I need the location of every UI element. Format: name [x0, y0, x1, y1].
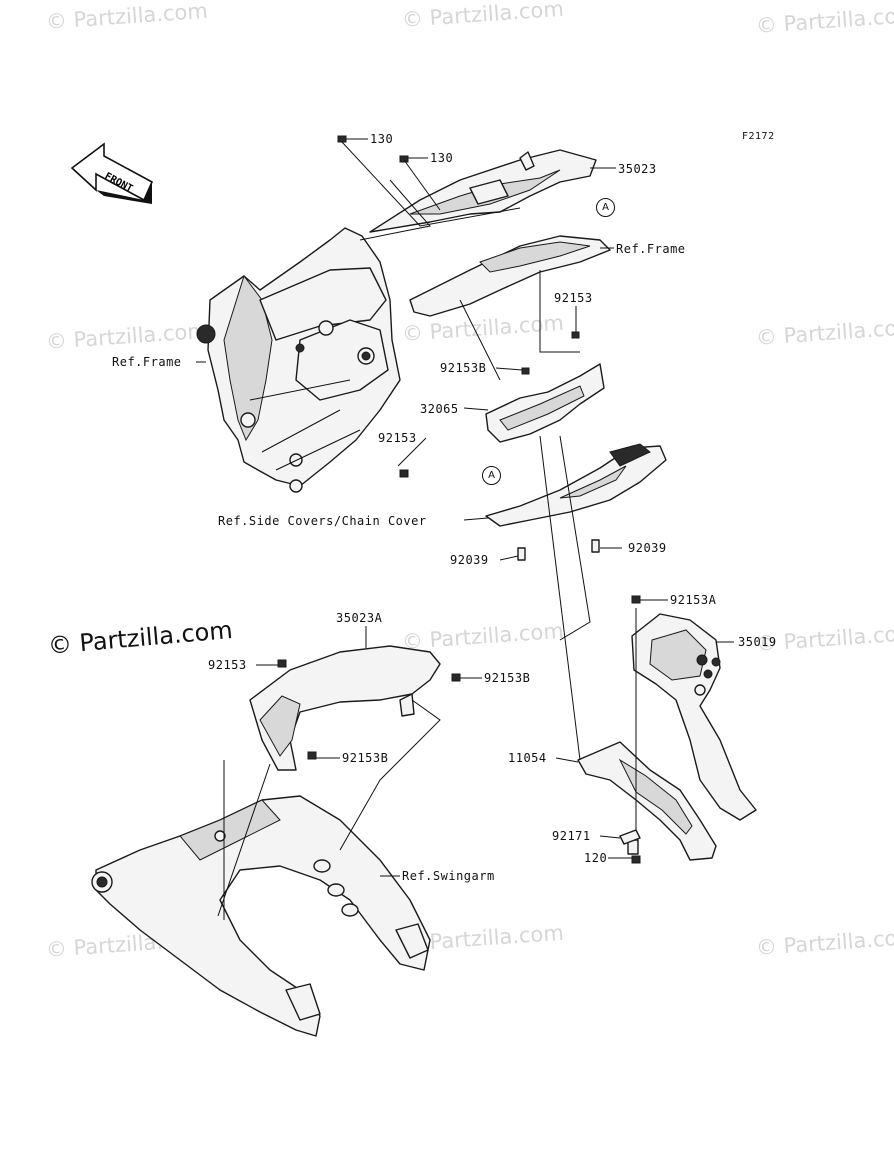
- label-11054: 11054: [508, 751, 547, 765]
- ref-marker-a: A: [482, 466, 501, 485]
- label-92153B: 92153B: [484, 671, 531, 685]
- part-35023A-fender: [249, 645, 441, 771]
- part-35023-cover: [369, 149, 597, 233]
- figure-code: F2172: [742, 131, 775, 142]
- label-92153B: 92153B: [440, 361, 487, 375]
- front-arrow-icon: FRONT: [70, 142, 154, 204]
- label-ref-swingarm: Ref.Swingarm: [402, 869, 495, 883]
- label-35019: 35019: [738, 635, 777, 649]
- label-92039: 92039: [450, 553, 489, 567]
- part-35019-bracket: [631, 613, 757, 821]
- label-92153B: 92153B: [342, 751, 389, 765]
- label-ref-side-covers: Ref.Side Covers/Chain Cover: [218, 514, 427, 528]
- swingarm: [91, 795, 431, 1037]
- label-ref-frame: Ref.Frame: [616, 242, 686, 256]
- label-130: 130: [430, 151, 454, 165]
- fasteners: [277, 135, 641, 864]
- part-32065-bracket: [485, 363, 605, 443]
- label-92171: 92171: [552, 829, 591, 843]
- label-ref-frame: Ref.Frame: [112, 355, 182, 369]
- ref-frame-subframe: [409, 235, 611, 317]
- label-92153: 92153: [208, 658, 247, 672]
- label-120: 120: [584, 851, 608, 865]
- ref-marker-a: A: [596, 198, 615, 217]
- label-92153: 92153: [554, 291, 593, 305]
- label-92153: 92153: [378, 431, 417, 445]
- leader-lines: [196, 138, 734, 920]
- label-35023: 35023: [618, 162, 657, 176]
- label-35023A: 35023A: [336, 611, 383, 625]
- label-92153A: 92153A: [670, 593, 717, 607]
- frame-assembly: [196, 227, 401, 493]
- label-32065: 32065: [420, 402, 459, 416]
- label-130: 130: [370, 132, 394, 146]
- label-92039: 92039: [628, 541, 667, 555]
- side-cover-panel: [485, 443, 667, 527]
